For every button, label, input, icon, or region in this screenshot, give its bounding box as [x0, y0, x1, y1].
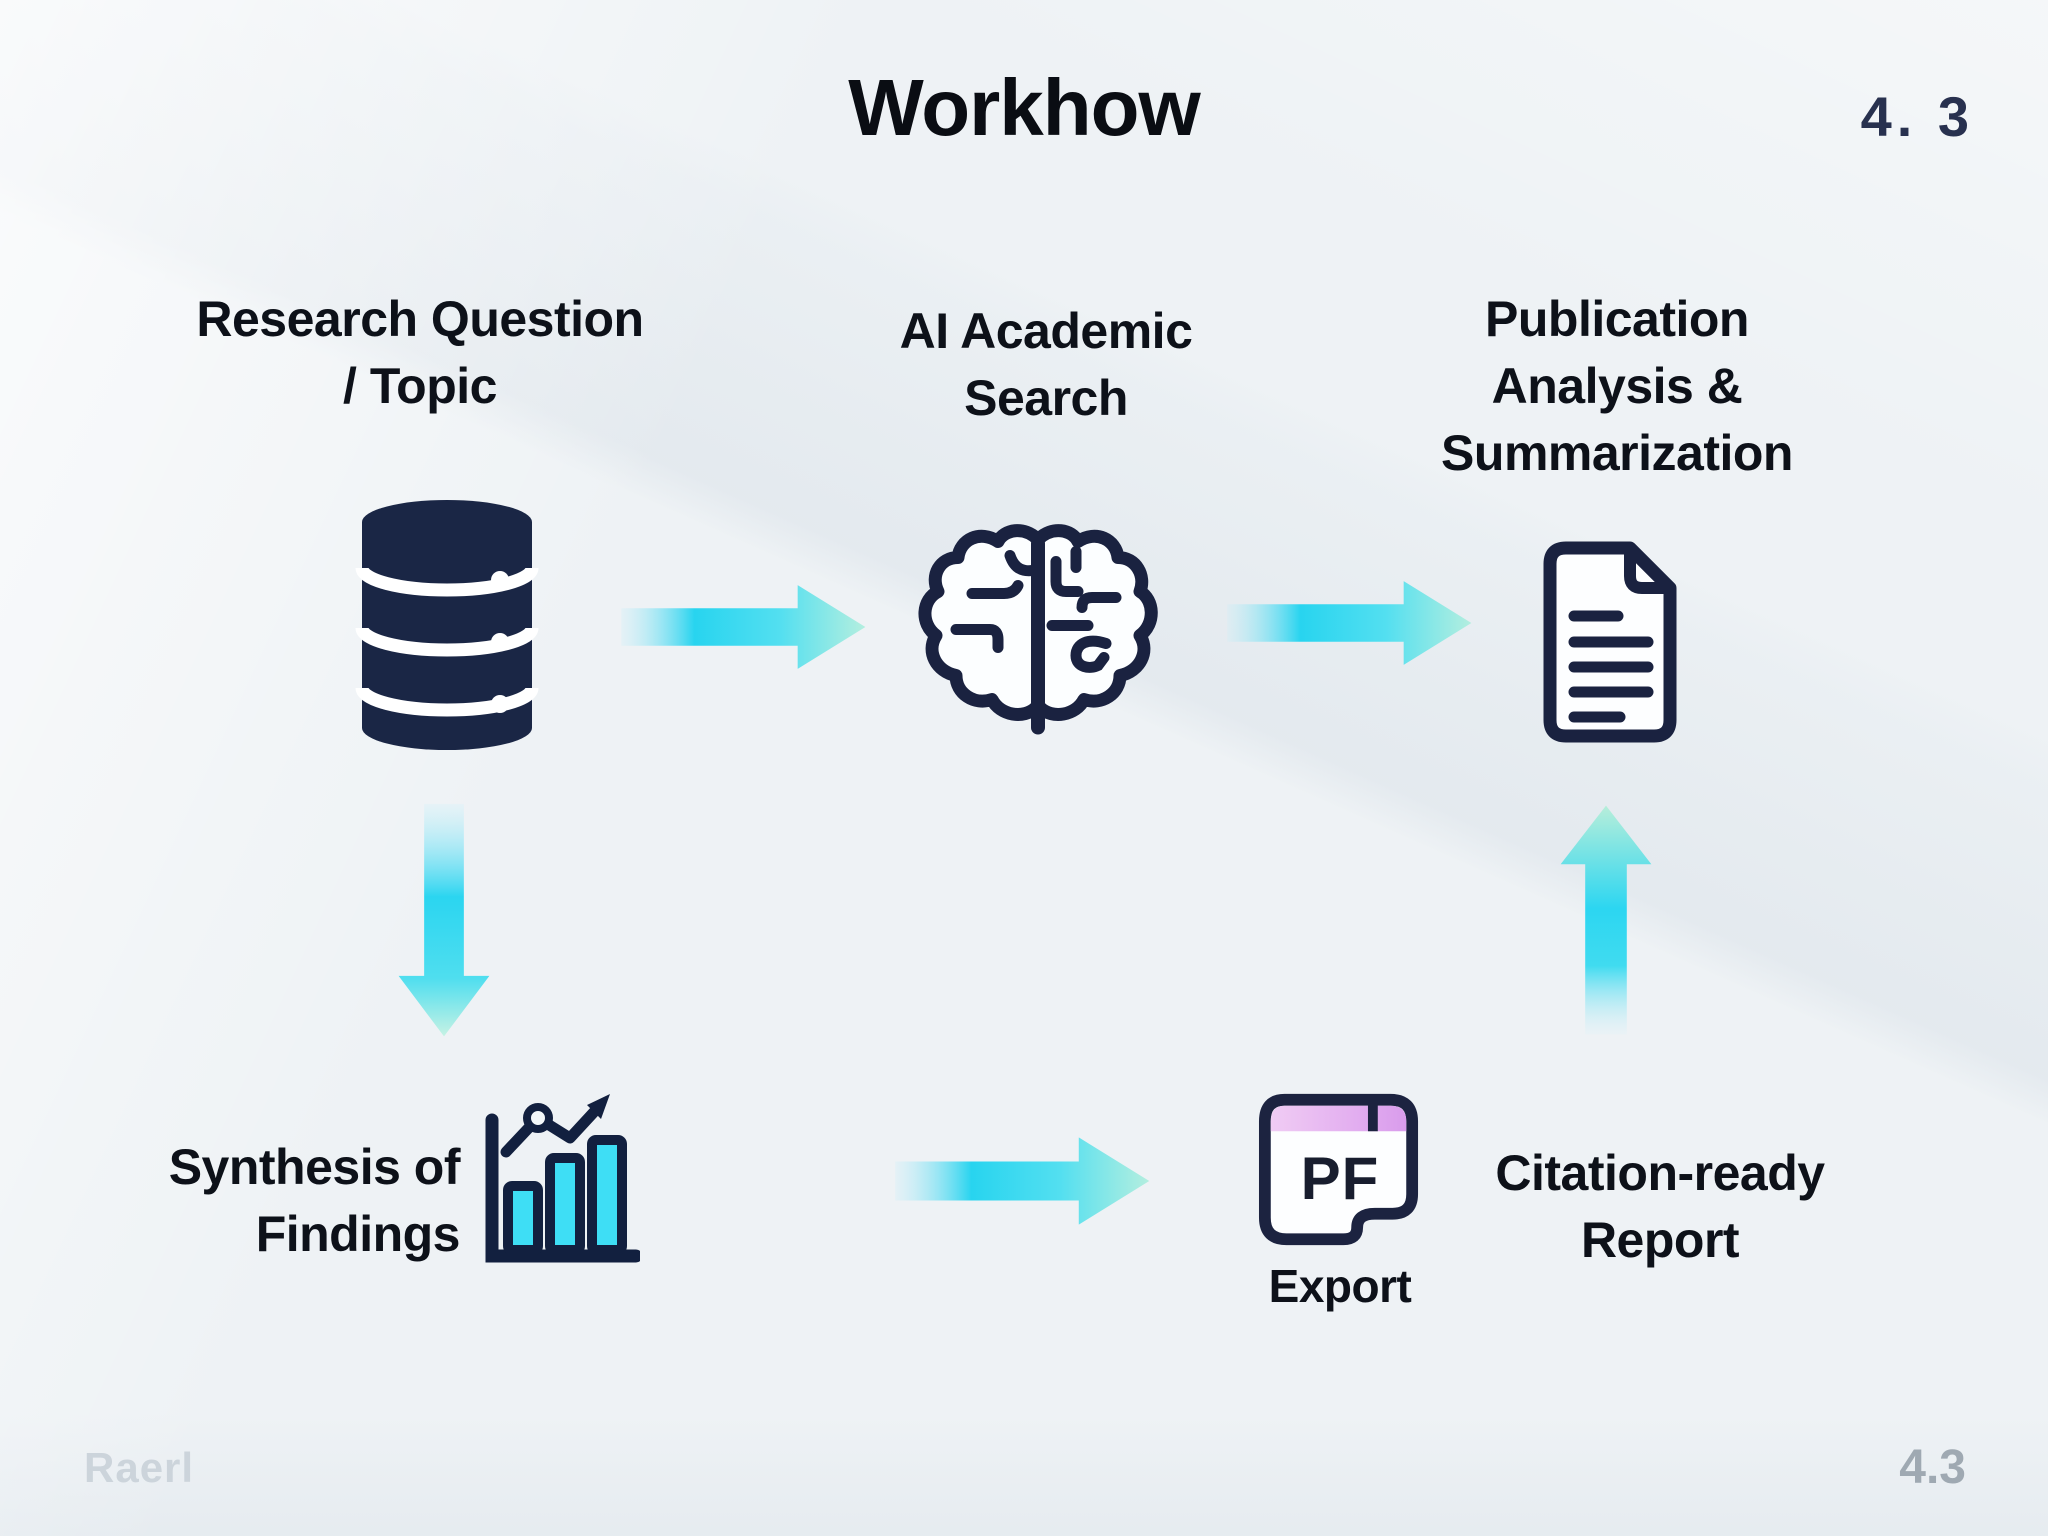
footer-page-number: 4.3 [1899, 1441, 1966, 1494]
step-label-citation-ready-report: Citation-ready Report [1495, 1145, 1825, 1268]
arrow-right-synthesis-to-export-icon [850, 1130, 1200, 1232]
step-label-export: Export [1268, 1260, 1412, 1312]
section-number: 4. 3 [1860, 85, 1974, 148]
step-label-research-question: Research Question / Topic [196, 291, 644, 414]
file-export-icon [1253, 1090, 1425, 1252]
database-icon [352, 488, 542, 758]
arrow-down-research-to-synthesis-icon [392, 798, 496, 1046]
pf-badge: PF [1300, 1145, 1380, 1212]
slide-title: Workhow [848, 63, 1201, 152]
arrow-right-search-to-publication-icon [1216, 574, 1488, 672]
brain-icon [918, 506, 1158, 744]
step-label-ai-academic-search: AI Academic Search [899, 303, 1193, 426]
document-icon [1534, 536, 1694, 751]
watermark: Raerl [84, 1444, 195, 1491]
arrow-up-report-to-publication-icon [1554, 798, 1658, 1042]
step-label-synthesis-of-findings: Synthesis of Findings [168, 1139, 461, 1262]
arrow-right-research-to-search-icon [612, 578, 880, 676]
bar-chart-icon [480, 1086, 640, 1286]
step-label-publication-analysis: Publication Analysis & Summarization [1441, 291, 1793, 481]
